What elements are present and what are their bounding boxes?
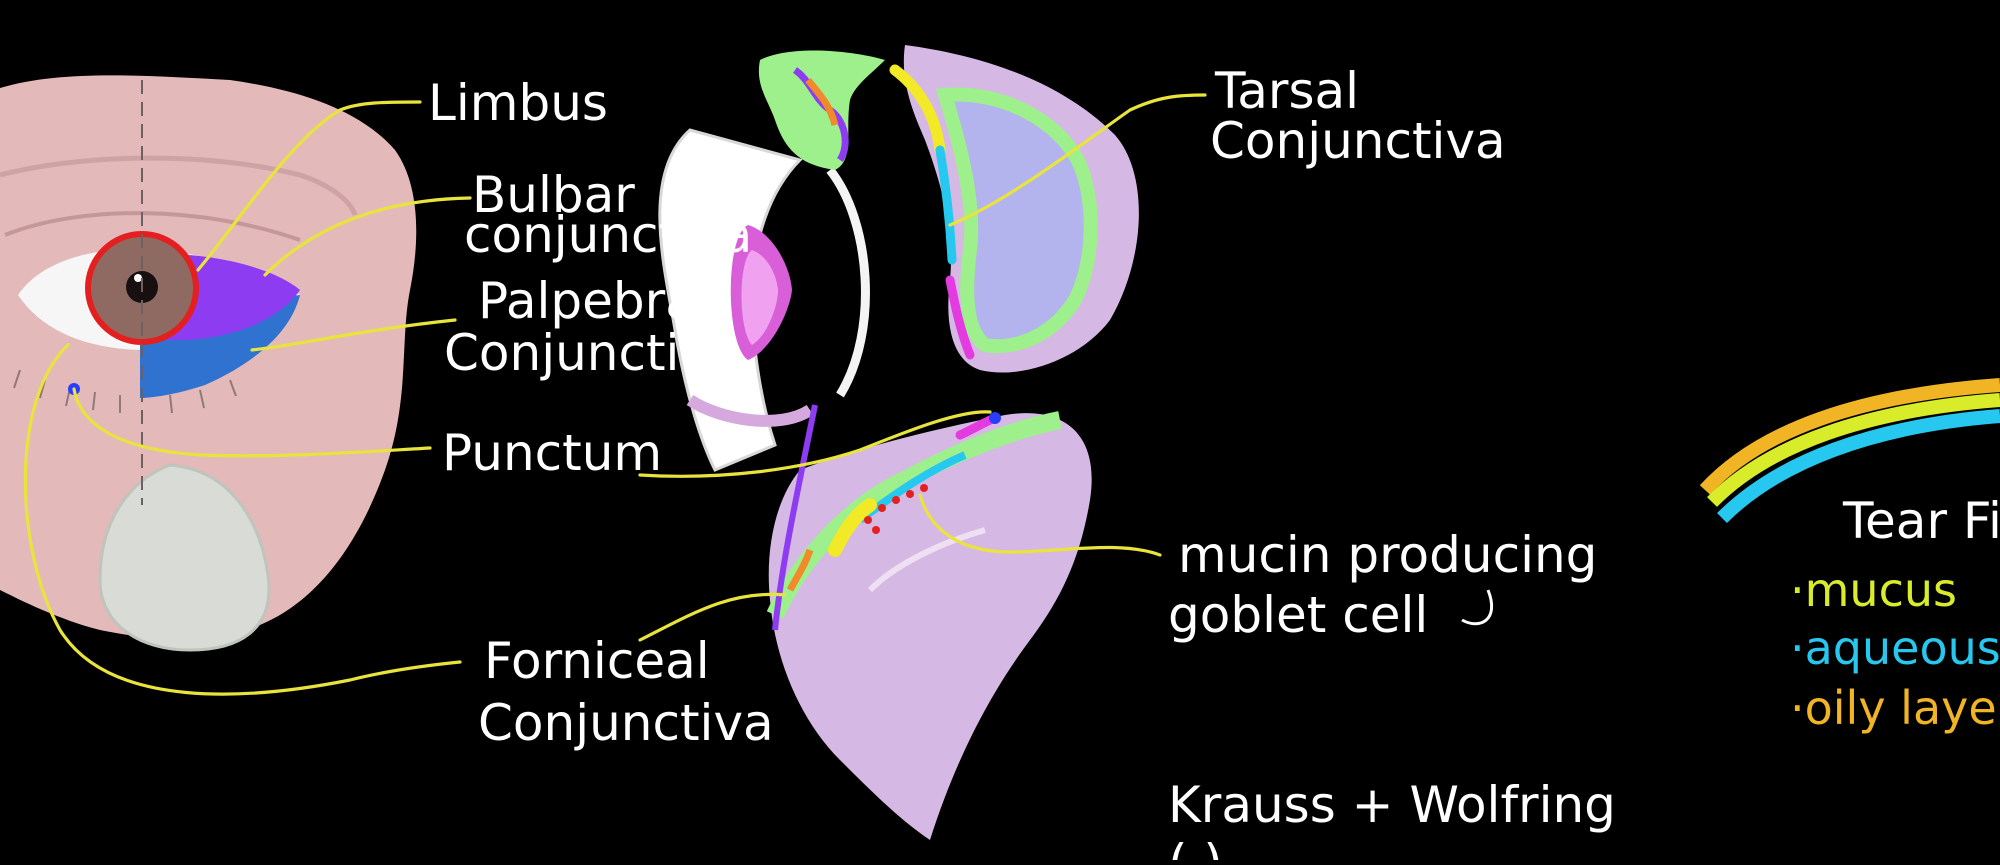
labels: Limbus Bulbar conjunctiva Palpebral Conj… xyxy=(428,62,1616,865)
cornea-edge-lilac xyxy=(686,394,814,427)
tear-film-title: Tear Fi xyxy=(1842,492,2000,550)
leader-palpebral xyxy=(250,318,457,352)
tear-film-item-oily: ·oily laye xyxy=(1790,681,1997,735)
tear-film-oily-arc xyxy=(1699,378,2000,495)
lower-conjunctiva-yellow xyxy=(828,498,877,557)
leader-bulbar xyxy=(263,196,472,277)
lower-lid-highlight xyxy=(867,527,986,593)
tarsal-plate xyxy=(935,87,1098,354)
tear-film-aqueous-arc xyxy=(1717,409,2000,523)
cornea-arc xyxy=(826,167,870,398)
leader-forniceal-section xyxy=(638,592,787,642)
label-bulbar-2: conjunctiva xyxy=(464,206,752,264)
lower-lid-lashes xyxy=(13,369,237,414)
tear-film-item-mucus: ·mucus xyxy=(1790,563,1957,617)
upper-lid-crease xyxy=(4,211,301,242)
punctum-dot-section xyxy=(989,412,1001,424)
lower-eyelid xyxy=(768,413,1092,840)
label-punctum: Punctum xyxy=(442,424,662,482)
goblet-cells xyxy=(864,484,928,534)
lower-conjunctiva-purple xyxy=(772,404,818,631)
label-limbus: Limbus xyxy=(428,74,608,132)
tear-drop-shape xyxy=(98,463,271,652)
lower-conjunctiva-orange xyxy=(786,548,814,592)
label-goblet-2: goblet cell xyxy=(1168,586,1428,644)
leader-punctum xyxy=(72,387,432,458)
leader-lines xyxy=(23,93,1207,696)
label-bulbar-1: Bulbar xyxy=(472,166,635,224)
tear-film-mucus-arc xyxy=(1707,393,2000,507)
pupil-highlight xyxy=(134,274,142,282)
label-palpebral-2: Conjunctiva xyxy=(444,324,740,382)
sagittal-section-illustration xyxy=(658,45,1139,840)
leader-goblet xyxy=(918,493,1162,557)
tear-film-item-aqueous: ·aqueous xyxy=(1790,621,2000,675)
label-palpebral-1: Palpebral xyxy=(478,272,710,330)
leader-forniceal xyxy=(23,343,462,696)
goblet-bracket xyxy=(1461,589,1494,626)
tarsal-cyan xyxy=(935,145,957,265)
leader-punctum-section xyxy=(638,410,992,478)
frontal-eye-illustration xyxy=(0,75,417,652)
lens-inner xyxy=(741,250,778,345)
leader-tarsal xyxy=(948,93,1207,227)
label-krauss: Krauss + Wolfring xyxy=(1168,776,1616,834)
tarsal-yellow xyxy=(889,64,946,156)
upper-fornix xyxy=(758,50,885,170)
label-forniceal-1: Forniceal xyxy=(484,632,710,690)
tear-film-section: Tear Fi ·mucus ·aqueous ·oily laye xyxy=(1699,378,2000,735)
upper-fornix-orange xyxy=(805,77,839,126)
label-forniceal-2: Conjunctiva xyxy=(478,694,774,752)
label-krauss-cut: ( ) xyxy=(1168,834,1223,860)
label-tarsal-1: Tarsal xyxy=(1214,62,1359,120)
leader-limbus xyxy=(196,100,422,272)
brow-fold xyxy=(0,155,358,216)
label-tarsal-2: Conjunctiva xyxy=(1210,112,1506,170)
label-goblet-1: mucin producing xyxy=(1178,526,1597,584)
tarsal-magenta xyxy=(945,275,975,360)
